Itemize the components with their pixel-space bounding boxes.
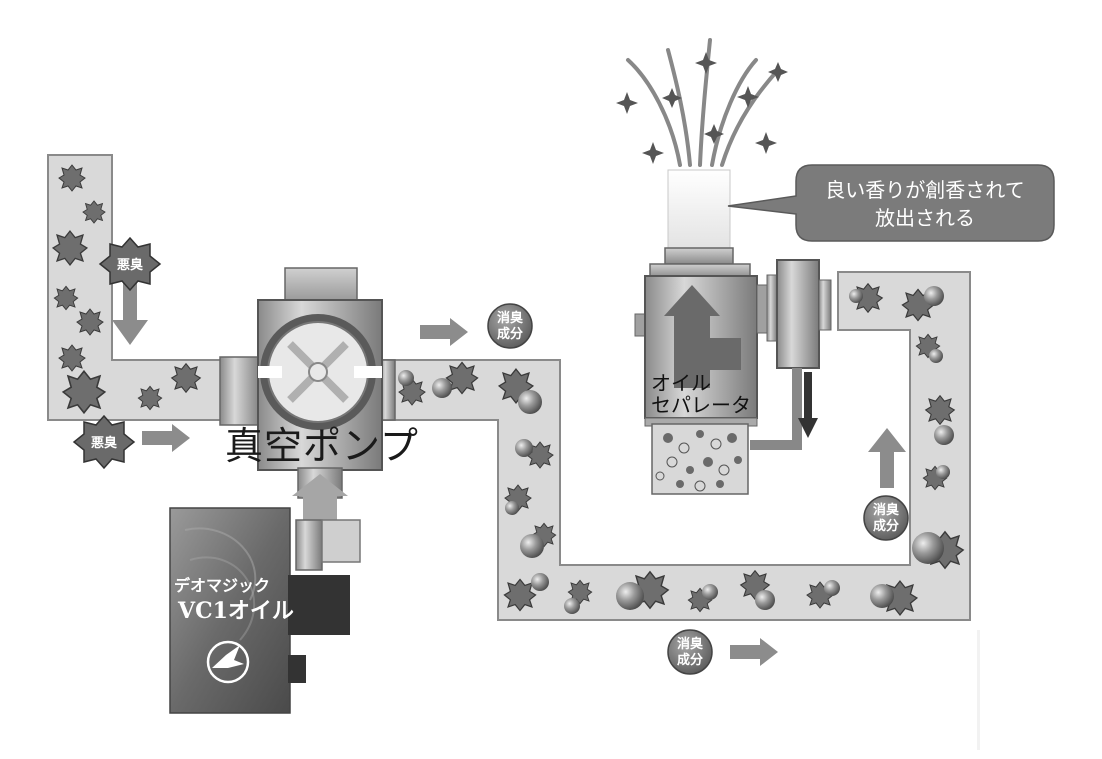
flow-arrows — [112, 275, 906, 666]
fragrance-callout: 良い香りが創香されて 放出される — [727, 164, 1055, 242]
pump-inlet-flange — [219, 356, 263, 426]
oil-droplets — [655, 430, 742, 492]
oil-can-spout — [288, 655, 306, 683]
discharge-right-arrow-icon — [730, 638, 778, 666]
oil-feed-valve — [321, 519, 361, 563]
deodorant-label-line2: 成分 — [873, 518, 899, 534]
fragrance-release — [626, 38, 780, 167]
deodorant-badge: 消臭 成分 — [863, 495, 909, 541]
separator-label-line1: オイル — [651, 371, 711, 395]
separator-filter — [776, 259, 820, 369]
deodorant-label-line1: 消臭 — [497, 310, 523, 326]
intake-right-arrow-icon — [142, 424, 190, 452]
oil-can — [169, 507, 291, 714]
malodor-label: 悪臭 — [91, 435, 117, 451]
oil-container: デオマジック VC1オイル — [169, 507, 350, 714]
fragrance-sparkles — [616, 52, 788, 164]
bird-logo-icon — [206, 640, 250, 684]
deodorant-label-line2: 成分 — [677, 652, 703, 668]
outlet-right-arrow-icon — [420, 318, 468, 346]
oil-separator: オイル セパレータ — [634, 169, 832, 495]
malodor-badge: 悪臭 — [98, 236, 162, 292]
separator-label-line2: セパレータ — [651, 393, 751, 417]
exhaust-pipe — [379, 271, 971, 621]
oil-brand: デオマジック — [174, 576, 270, 595]
oil-product: VC1オイル — [177, 598, 294, 624]
deodorant-badge: 消臭 成分 — [667, 629, 713, 675]
oil-feed-arrow-icon — [292, 474, 348, 525]
deodorant-label-line1: 消臭 — [873, 502, 899, 518]
oil-feed-pipe — [295, 519, 323, 571]
exhaust-chimney — [667, 169, 731, 253]
callout-line2: 放出される — [875, 206, 975, 230]
deodorant-label-line2: 成分 — [497, 326, 523, 342]
return-up-arrow-icon — [868, 428, 906, 488]
mixed-particles — [398, 283, 964, 616]
malodor-label: 悪臭 — [117, 257, 143, 273]
malodor-badge: 悪臭 — [72, 414, 136, 470]
oil-can-cap — [288, 575, 350, 635]
callout-line1: 良い香りが創香されて — [825, 178, 1024, 202]
pump-title: 真空ポンプ — [225, 424, 419, 468]
deodorant-label-line1: 消臭 — [677, 636, 703, 652]
intake-down-arrow-icon — [112, 275, 148, 345]
separator-flow-arrow-icon — [664, 285, 741, 388]
edge-line — [977, 630, 980, 750]
drain-arrow-icon — [798, 418, 818, 438]
vacuum-pump: 真空ポンプ — [219, 267, 419, 571]
deodorant-badge: 消臭 成分 — [487, 303, 533, 349]
